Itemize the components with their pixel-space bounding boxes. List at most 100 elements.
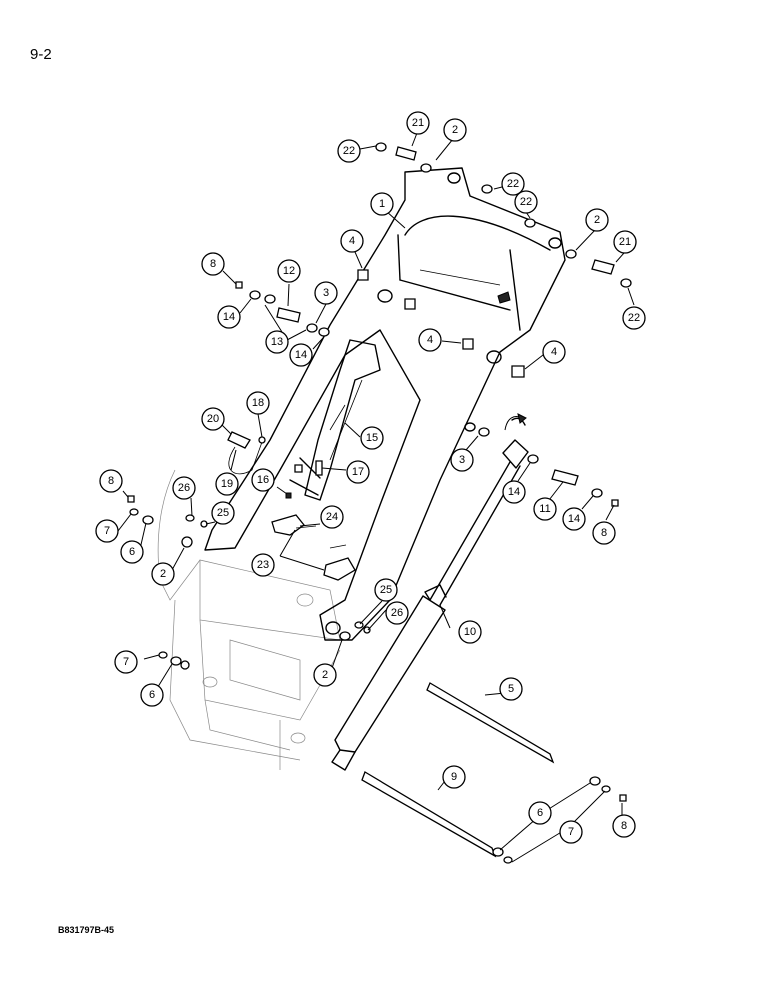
svg-text:15: 15 <box>366 432 378 444</box>
callout-2: 2 <box>585 208 609 232</box>
callout-8: 8 <box>201 252 225 276</box>
loader-arm <box>204 167 566 641</box>
svg-text:4: 4 <box>427 334 433 346</box>
callout-14: 14 <box>289 343 313 367</box>
callout-22: 22 <box>501 172 525 196</box>
callout-24: 24 <box>320 505 344 529</box>
svg-text:21: 21 <box>619 236 631 248</box>
callout-13: 13 <box>265 330 289 354</box>
callout-1: 1 <box>370 192 394 216</box>
pin-21-right <box>591 259 615 275</box>
callout-16: 16 <box>251 468 275 492</box>
shaft-9 <box>361 771 497 858</box>
svg-text:10: 10 <box>464 626 476 638</box>
svg-text:4: 4 <box>349 235 355 247</box>
svg-text:14: 14 <box>568 513 580 525</box>
callout-4: 4 <box>340 229 364 253</box>
svg-text:25: 25 <box>217 507 229 519</box>
shaft-5 <box>426 682 555 764</box>
svg-text:6: 6 <box>129 546 135 558</box>
svg-text:5: 5 <box>508 683 514 695</box>
callout-15: 15 <box>360 426 384 450</box>
callout-12: 12 <box>277 259 301 283</box>
pins <box>276 146 615 858</box>
callout-7: 7 <box>95 519 119 543</box>
grease-fittings <box>127 281 627 802</box>
svg-text:22: 22 <box>628 312 640 324</box>
svg-text:21: 21 <box>412 117 424 129</box>
callout-22: 22 <box>514 190 538 214</box>
svg-text:7: 7 <box>568 826 574 838</box>
callout-14: 14 <box>217 305 241 329</box>
callout-11: 11 <box>533 497 557 521</box>
svg-text:14: 14 <box>295 349 307 361</box>
svg-text:8: 8 <box>108 475 114 487</box>
svg-text:22: 22 <box>520 196 532 208</box>
callout-7: 7 <box>114 650 138 674</box>
figure-code: B831797B-45 <box>58 925 115 935</box>
callout-6: 6 <box>140 683 164 707</box>
svg-text:7: 7 <box>104 525 110 537</box>
callout-14: 14 <box>502 480 526 504</box>
callout-26: 26 <box>172 476 196 500</box>
svg-text:4: 4 <box>551 346 557 358</box>
callout-6: 6 <box>528 801 552 825</box>
callout-21: 21 <box>406 111 430 135</box>
svg-text:1: 1 <box>379 198 385 210</box>
svg-text:2: 2 <box>594 214 600 226</box>
svg-text:12: 12 <box>283 265 295 277</box>
svg-text:7: 7 <box>123 656 129 668</box>
callout-25: 25 <box>374 578 398 602</box>
svg-text:3: 3 <box>459 454 465 466</box>
svg-text:9: 9 <box>451 771 457 783</box>
svg-text:2: 2 <box>452 124 458 136</box>
small-parts <box>227 431 356 581</box>
callout-25: 25 <box>211 501 235 525</box>
callout-4: 4 <box>418 328 442 352</box>
callout-2: 2 <box>151 562 175 586</box>
callout-26: 26 <box>385 601 409 625</box>
callout-3: 3 <box>314 281 338 305</box>
svg-text:26: 26 <box>178 482 190 494</box>
svg-text:22: 22 <box>507 178 519 190</box>
callout-4: 4 <box>542 340 566 364</box>
callout-19: 19 <box>215 472 239 496</box>
svg-text:24: 24 <box>326 511 338 523</box>
svg-text:14: 14 <box>508 486 520 498</box>
svg-text:22: 22 <box>343 145 355 157</box>
svg-text:11: 11 <box>539 503 550 515</box>
callout-10: 10 <box>458 620 482 644</box>
svg-text:6: 6 <box>537 807 543 819</box>
callout-8: 8 <box>592 521 616 545</box>
svg-text:20: 20 <box>207 413 219 425</box>
svg-text:19: 19 <box>221 478 233 490</box>
washers <box>129 142 632 864</box>
svg-text:3: 3 <box>323 287 329 299</box>
callout-2: 2 <box>443 118 467 142</box>
pin-21-upper <box>395 146 417 161</box>
svg-text:8: 8 <box>210 258 216 270</box>
svg-text:8: 8 <box>601 527 607 539</box>
page-number: 9-2 <box>30 46 52 63</box>
svg-text:8: 8 <box>621 820 627 832</box>
callout-2: 2 <box>313 663 337 687</box>
svg-text:17: 17 <box>352 466 364 478</box>
machine-frame-outline <box>157 469 341 770</box>
callout-7: 7 <box>559 820 583 844</box>
callout-22: 22 <box>337 139 361 163</box>
svg-text:18: 18 <box>252 397 264 409</box>
svg-text:23: 23 <box>257 559 269 571</box>
callout-23: 23 <box>251 553 275 577</box>
svg-text:14: 14 <box>223 311 235 323</box>
callout-22: 22 <box>622 306 646 330</box>
callout-9: 9 <box>442 765 466 789</box>
callout-6: 6 <box>120 540 144 564</box>
svg-text:26: 26 <box>391 607 403 619</box>
svg-text:25: 25 <box>380 584 392 596</box>
callout-3: 3 <box>450 448 474 472</box>
leader-lines <box>117 132 635 863</box>
callout-18: 18 <box>246 391 270 415</box>
callout-20: 20 <box>201 407 225 431</box>
callout-17: 17 <box>346 460 370 484</box>
